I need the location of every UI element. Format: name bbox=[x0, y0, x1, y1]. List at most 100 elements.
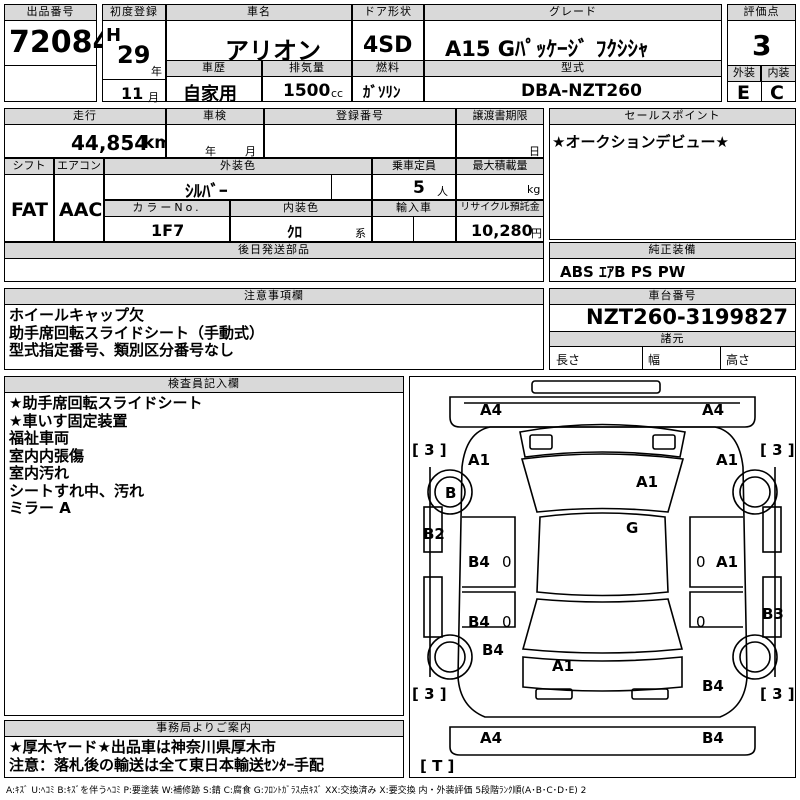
damage-mark: A1 bbox=[468, 451, 491, 469]
int-color-label: 内装色 bbox=[231, 201, 371, 217]
color-no-cell: カラーNo. 1F7 bbox=[104, 200, 230, 242]
sales-point-label: セールスポイント bbox=[550, 109, 795, 125]
color-no-label: カラーNo. bbox=[105, 201, 229, 217]
model-code: DBA-NZT260 bbox=[521, 81, 642, 101]
person-unit: 人 bbox=[437, 185, 448, 198]
score: 3 bbox=[752, 29, 772, 62]
notes-cell: 注意事項欄 ホイールキャップ欠 助手席回転スライドシート（手動式） 型式指定番号… bbox=[4, 288, 544, 370]
capacity-label: 乗車定員 bbox=[373, 159, 455, 175]
bracket-mark: [ 3 ] bbox=[760, 441, 795, 459]
note-line: 型式指定番号、類別区分番号なし bbox=[9, 341, 235, 359]
damage-mark: A1 bbox=[636, 473, 659, 491]
month-unit: 月 bbox=[148, 91, 159, 104]
reg-year: 29 bbox=[117, 41, 151, 69]
bracket-mark: [ 3 ] bbox=[412, 685, 447, 703]
inspector-line: ★車いす固定装置 bbox=[9, 411, 128, 430]
transfer-day-unit: 日 bbox=[529, 145, 540, 158]
year-unit: 年 bbox=[151, 65, 162, 78]
fuel: ｶﾞｿﾘﾝ bbox=[363, 83, 401, 101]
inspection-month-unit: 月 bbox=[245, 145, 256, 158]
int-color-cell: 内装色 ｸﾛ 系 bbox=[230, 200, 372, 242]
interior-grade: C bbox=[770, 82, 784, 104]
office-cell: 事務局よりご案内 ★厚木ヤード★出品車は神奈川県厚木市 注意：落札後の輸送は全て… bbox=[4, 720, 404, 778]
door-type: 4SD bbox=[363, 33, 413, 58]
damage-mark: B4 bbox=[468, 613, 490, 631]
chassis-number: NZT260-3199827 bbox=[586, 305, 788, 329]
damage-mark: B3 bbox=[762, 605, 784, 623]
zero-mark: 0 bbox=[502, 613, 512, 631]
int-color: ｸﾛ bbox=[287, 223, 303, 241]
inspector-label: 検査員記入欄 bbox=[5, 377, 403, 393]
first-registration-label: 初度登録 bbox=[103, 5, 165, 21]
bracket-mark: [ 3 ] bbox=[412, 441, 447, 459]
later-parts-cell: 後日発送部品 bbox=[4, 242, 544, 282]
capacity-cell: 乗車定員 5 人 bbox=[372, 158, 456, 200]
mileage-cell: 走行 44,854 km bbox=[4, 108, 172, 158]
yen-unit: 円 bbox=[531, 227, 542, 240]
damage-mark: A1 bbox=[552, 657, 575, 675]
score-label: 評価点 bbox=[728, 5, 795, 21]
damage-mark: A1 bbox=[716, 553, 739, 571]
shift-cell: シフト FAT bbox=[4, 158, 54, 242]
sales-point-cell: セールスポイント ★オークションデビュー★ bbox=[549, 108, 796, 240]
bracket-mark: [ 3 ] bbox=[760, 685, 795, 703]
km-unit: km bbox=[143, 133, 173, 153]
lot-number: 72084 bbox=[9, 25, 114, 60]
score-cell: 評価点 3 外装 内装 E C bbox=[727, 4, 796, 104]
fuel-cell: 燃料 ｶﾞｿﾘﾝ bbox=[352, 60, 424, 102]
color: ｼﾙﾊﾞｰ bbox=[185, 182, 228, 202]
model-cell: 型式 DBA-NZT260 bbox=[424, 60, 722, 102]
bracket-mark: [ T ] bbox=[420, 757, 455, 775]
ac-label: エアコン bbox=[55, 159, 103, 175]
kei-unit: 系 bbox=[355, 227, 366, 240]
recycle-cell: リサイクル預託金 10,280 円 bbox=[456, 200, 544, 242]
damage-mark: G bbox=[626, 519, 639, 537]
lot-number-label: 出品番号 bbox=[5, 5, 96, 21]
car-name-label: 車名 bbox=[167, 5, 351, 21]
color-no: 1F7 bbox=[151, 221, 185, 240]
damage-mark: A4 bbox=[702, 401, 725, 419]
damage-mark: A4 bbox=[480, 729, 503, 747]
equipment-cell: 純正装備 ABS ｴｱB PS PW bbox=[549, 242, 796, 282]
inspector-line: ミラー A bbox=[9, 499, 71, 517]
displacement: 1500 bbox=[283, 81, 331, 101]
sales-point-text: ★オークションデビュー★ bbox=[552, 133, 729, 151]
inspector-line: シートすれ中、汚れ bbox=[9, 481, 145, 500]
lot-number-cell: 出品番号 72084 bbox=[4, 4, 113, 102]
damage-mark: A1 bbox=[716, 451, 739, 469]
mileage-label: 走行 bbox=[5, 109, 165, 125]
ac-cell: エアコン AAC bbox=[54, 158, 104, 242]
width-label: 幅 bbox=[648, 353, 661, 367]
kg-unit: kg bbox=[527, 183, 541, 196]
mileage: 44,854 bbox=[71, 131, 149, 155]
notes-label: 注意事項欄 bbox=[5, 289, 543, 305]
damage-mark: B4 bbox=[702, 677, 724, 695]
note-line: 助手席回転スライドシート（手動式） bbox=[9, 323, 265, 342]
transfer-cell: 譲渡書期限 日 bbox=[456, 108, 544, 158]
recycle-amount: 10,280 bbox=[471, 221, 533, 240]
model-label: 型式 bbox=[425, 61, 721, 77]
damage-diagram: A4 A4 A1 A1 A1 G B B2 B4 A1 B4 B3 B4 A1 … bbox=[409, 376, 796, 778]
exterior-grade: E bbox=[737, 82, 750, 104]
damage-mark: B2 bbox=[423, 525, 445, 543]
color-label: 外装色 bbox=[105, 159, 371, 175]
height-label: 高さ bbox=[726, 353, 751, 367]
import-cell: 輸入車 bbox=[372, 200, 456, 242]
damage-mark: B bbox=[445, 484, 457, 502]
office-line: 注意：落札後の輸送は全て東日本輸送ｾﾝﾀｰ手配 bbox=[9, 755, 325, 774]
spec-label: 諸元 bbox=[550, 331, 795, 347]
color-cell: 外装色 ｼﾙﾊﾞｰ bbox=[104, 158, 372, 202]
history-label: 車歴 bbox=[167, 61, 261, 77]
car-outline bbox=[423, 380, 782, 756]
regno-cell: 登録番号 bbox=[264, 108, 456, 158]
shift-label: シフト bbox=[5, 159, 53, 175]
office-line: ★厚木ヤード★出品車は神奈川県厚木市 bbox=[9, 738, 276, 756]
inspection-year-unit: 年 bbox=[205, 145, 216, 158]
inspection-label: 車検 bbox=[167, 109, 263, 125]
cc-unit: cc bbox=[331, 87, 344, 100]
inspector-line: 福祉車両 bbox=[9, 429, 70, 447]
load-cell: 最大積載量 kg bbox=[456, 158, 544, 200]
later-parts-label: 後日発送部品 bbox=[5, 243, 543, 259]
equipment: ABS ｴｱB PS PW bbox=[560, 263, 686, 281]
history: 自家用 bbox=[183, 84, 237, 105]
